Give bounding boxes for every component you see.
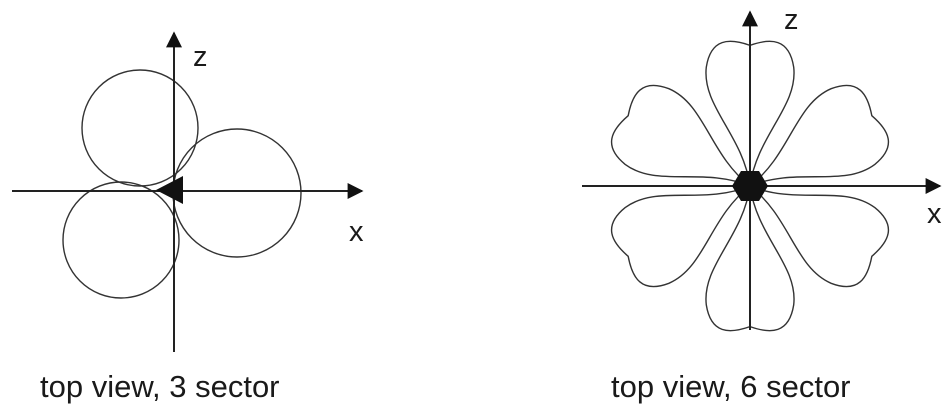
caption-three-sector: top view, 3 sector (40, 369, 280, 404)
sector-petal-upper-left (610, 84, 751, 187)
sector-circle-upper-left (81, 69, 199, 187)
sector-petal-lower-right (749, 185, 890, 288)
z-axis-label: z (784, 4, 799, 36)
three-sector-diagram: z x top view, 3 sector (12, 31, 364, 404)
sector-petal-lower-left (610, 185, 751, 288)
z-axis-label: z (193, 41, 208, 73)
x-axis-label: x (927, 198, 942, 230)
sector-circle-right (172, 128, 302, 258)
sector-petal-upper-right (749, 84, 890, 187)
center-triangle-icon (156, 176, 183, 204)
caption-six-sector: top view, 6 sector (611, 369, 851, 404)
x-axis-label: x (349, 216, 364, 248)
six-sector-diagram: z x top view, 6 sector (582, 4, 942, 404)
center-hexagon-icon (732, 171, 768, 201)
sector-circle-lower-left (62, 181, 180, 299)
